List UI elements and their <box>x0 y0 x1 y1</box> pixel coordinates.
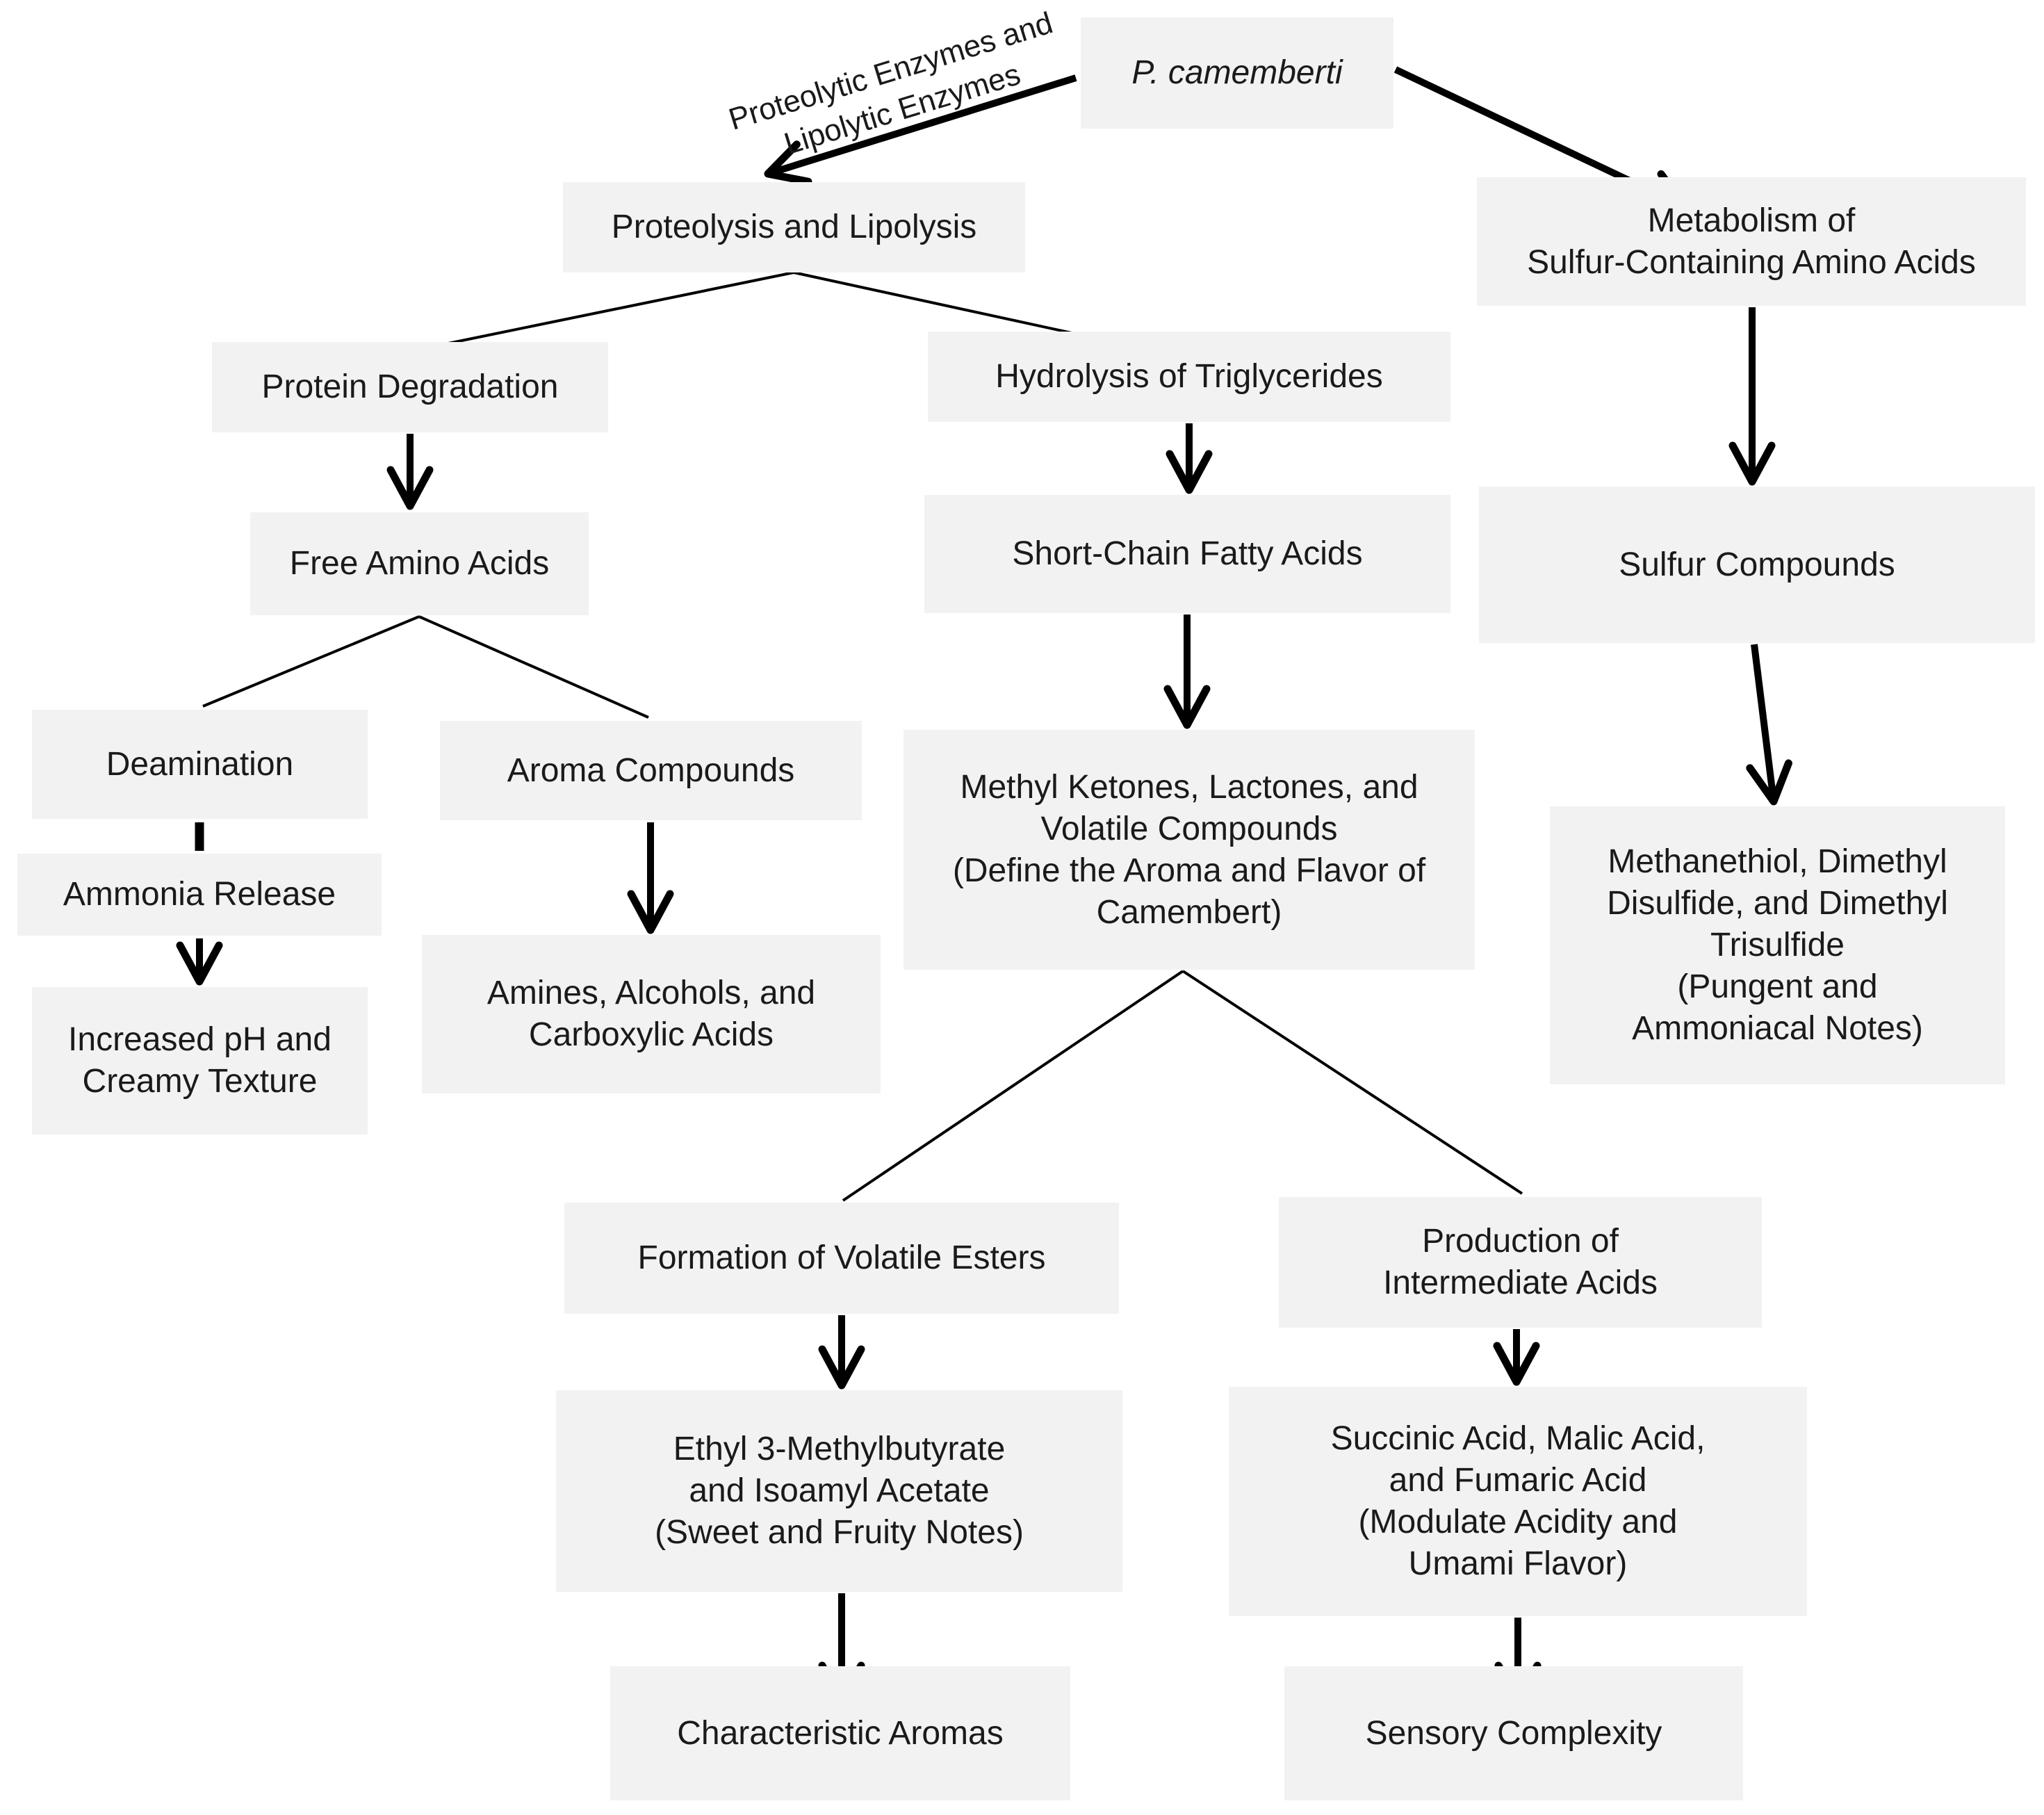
node-deamination: Deamination <box>32 710 368 819</box>
node-short-chain-fatty-acids: Short-Chain Fatty Acids <box>924 495 1450 613</box>
node-p-camemberti: P. camemberti <box>1081 17 1393 129</box>
edge-proteolysis-to-protein-degradation <box>444 271 794 345</box>
node-free-amino-acids: Free Amino Acids <box>250 512 589 615</box>
node-protein-degradation: Protein Degradation <box>212 342 608 432</box>
node-sulfur-compounds: Sulfur Compounds <box>1479 487 2035 643</box>
node-methyl-ketones: Methyl Ketones, Lactones, and Volatile C… <box>904 730 1475 970</box>
node-aroma-compounds: Aroma Compounds <box>440 721 862 820</box>
node-characteristic-aromas: Characteristic Aromas <box>610 1666 1070 1800</box>
node-formation-volatile-esters: Formation of Volatile Esters <box>564 1203 1119 1314</box>
edge-sulfur-compounds-to-methanethiol <box>1746 644 1792 806</box>
node-ammonia-release: Ammonia Release <box>17 854 382 936</box>
node-succinic-malic-fumaric: Succinic Acid, Malic Acid, and Fumaric A… <box>1229 1387 1807 1616</box>
node-ethyl-isoamyl: Ethyl 3-Methylbutyrate and Isoamyl Aceta… <box>556 1390 1122 1592</box>
node-methanethiol: Methanethiol, Dimethyl Disulfide, and Di… <box>1550 806 2005 1084</box>
node-production-intermediate-acids: Production of Intermediate Acids <box>1279 1197 1762 1328</box>
edge-free-amino-to-aroma <box>418 615 649 719</box>
node-metabolism-sulfur: Metabolism of Sulfur-Containing Amino Ac… <box>1477 177 2026 306</box>
node-sensory-complexity: Sensory Complexity <box>1284 1666 1743 1800</box>
node-amines-alcohols: Amines, Alcohols, and Carboxylic Acids <box>422 935 881 1093</box>
node-proteolysis-lipolysis: Proteolysis and Lipolysis <box>563 182 1025 272</box>
edge-proteolysis-to-hydrolysis <box>793 271 1098 340</box>
edge-methyl-ketones-to-production <box>1182 970 1523 1195</box>
node-hydrolysis-triglycerides: Hydrolysis of Triglycerides <box>928 332 1450 422</box>
node-increased-ph: Increased pH and Creamy Texture <box>32 987 368 1134</box>
edge-methyl-ketones-to-formation <box>842 970 1184 1202</box>
edge-p-camemberti-to-proteolysis <box>764 74 1077 186</box>
edge-free-amino-to-deamination <box>202 615 420 708</box>
